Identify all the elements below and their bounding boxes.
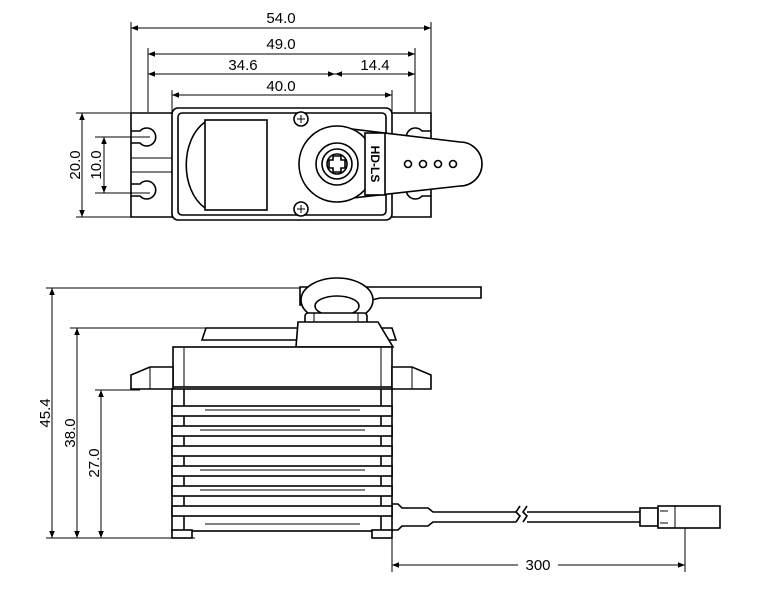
foot-right [371,529,393,539]
screw-bottom [293,201,309,217]
dim-270: 27.0 [86,448,103,477]
dim-346: 34.6 [228,57,257,74]
dim-144: 14.4 [360,57,389,74]
screw-top [293,111,309,127]
dim-380: 38.0 [62,418,79,447]
dim-20: 20.0 [67,150,84,179]
dim-10: 10.0 [88,150,105,179]
servo-cable [392,503,640,531]
cable-connector [639,505,721,529]
dim-40: 40.0 [266,78,295,95]
model-label: HD-LS [368,146,382,183]
mount-hole-left-top [131,127,157,147]
servo-upper-body [172,346,393,388]
mount-tab-left-side [130,366,174,390]
mount-hole-left-bottom [131,180,157,200]
horn-hub [298,125,376,203]
cooling-fins [171,388,393,532]
center-screw-icon [328,155,346,173]
dim-300: 300 [525,557,550,574]
dim-54: 54.0 [266,10,295,27]
top-view: 54.0 49.0 34.6 14.4 40.0 20.0 10.0 [67,10,483,221]
dim-454: 45.4 [37,398,54,427]
foot-left [171,529,193,539]
side-view: 45.4 38.0 27.0 [37,277,721,574]
gear-tower [295,321,395,348]
dim-49: 49.0 [266,36,295,53]
label-window [204,119,268,211]
